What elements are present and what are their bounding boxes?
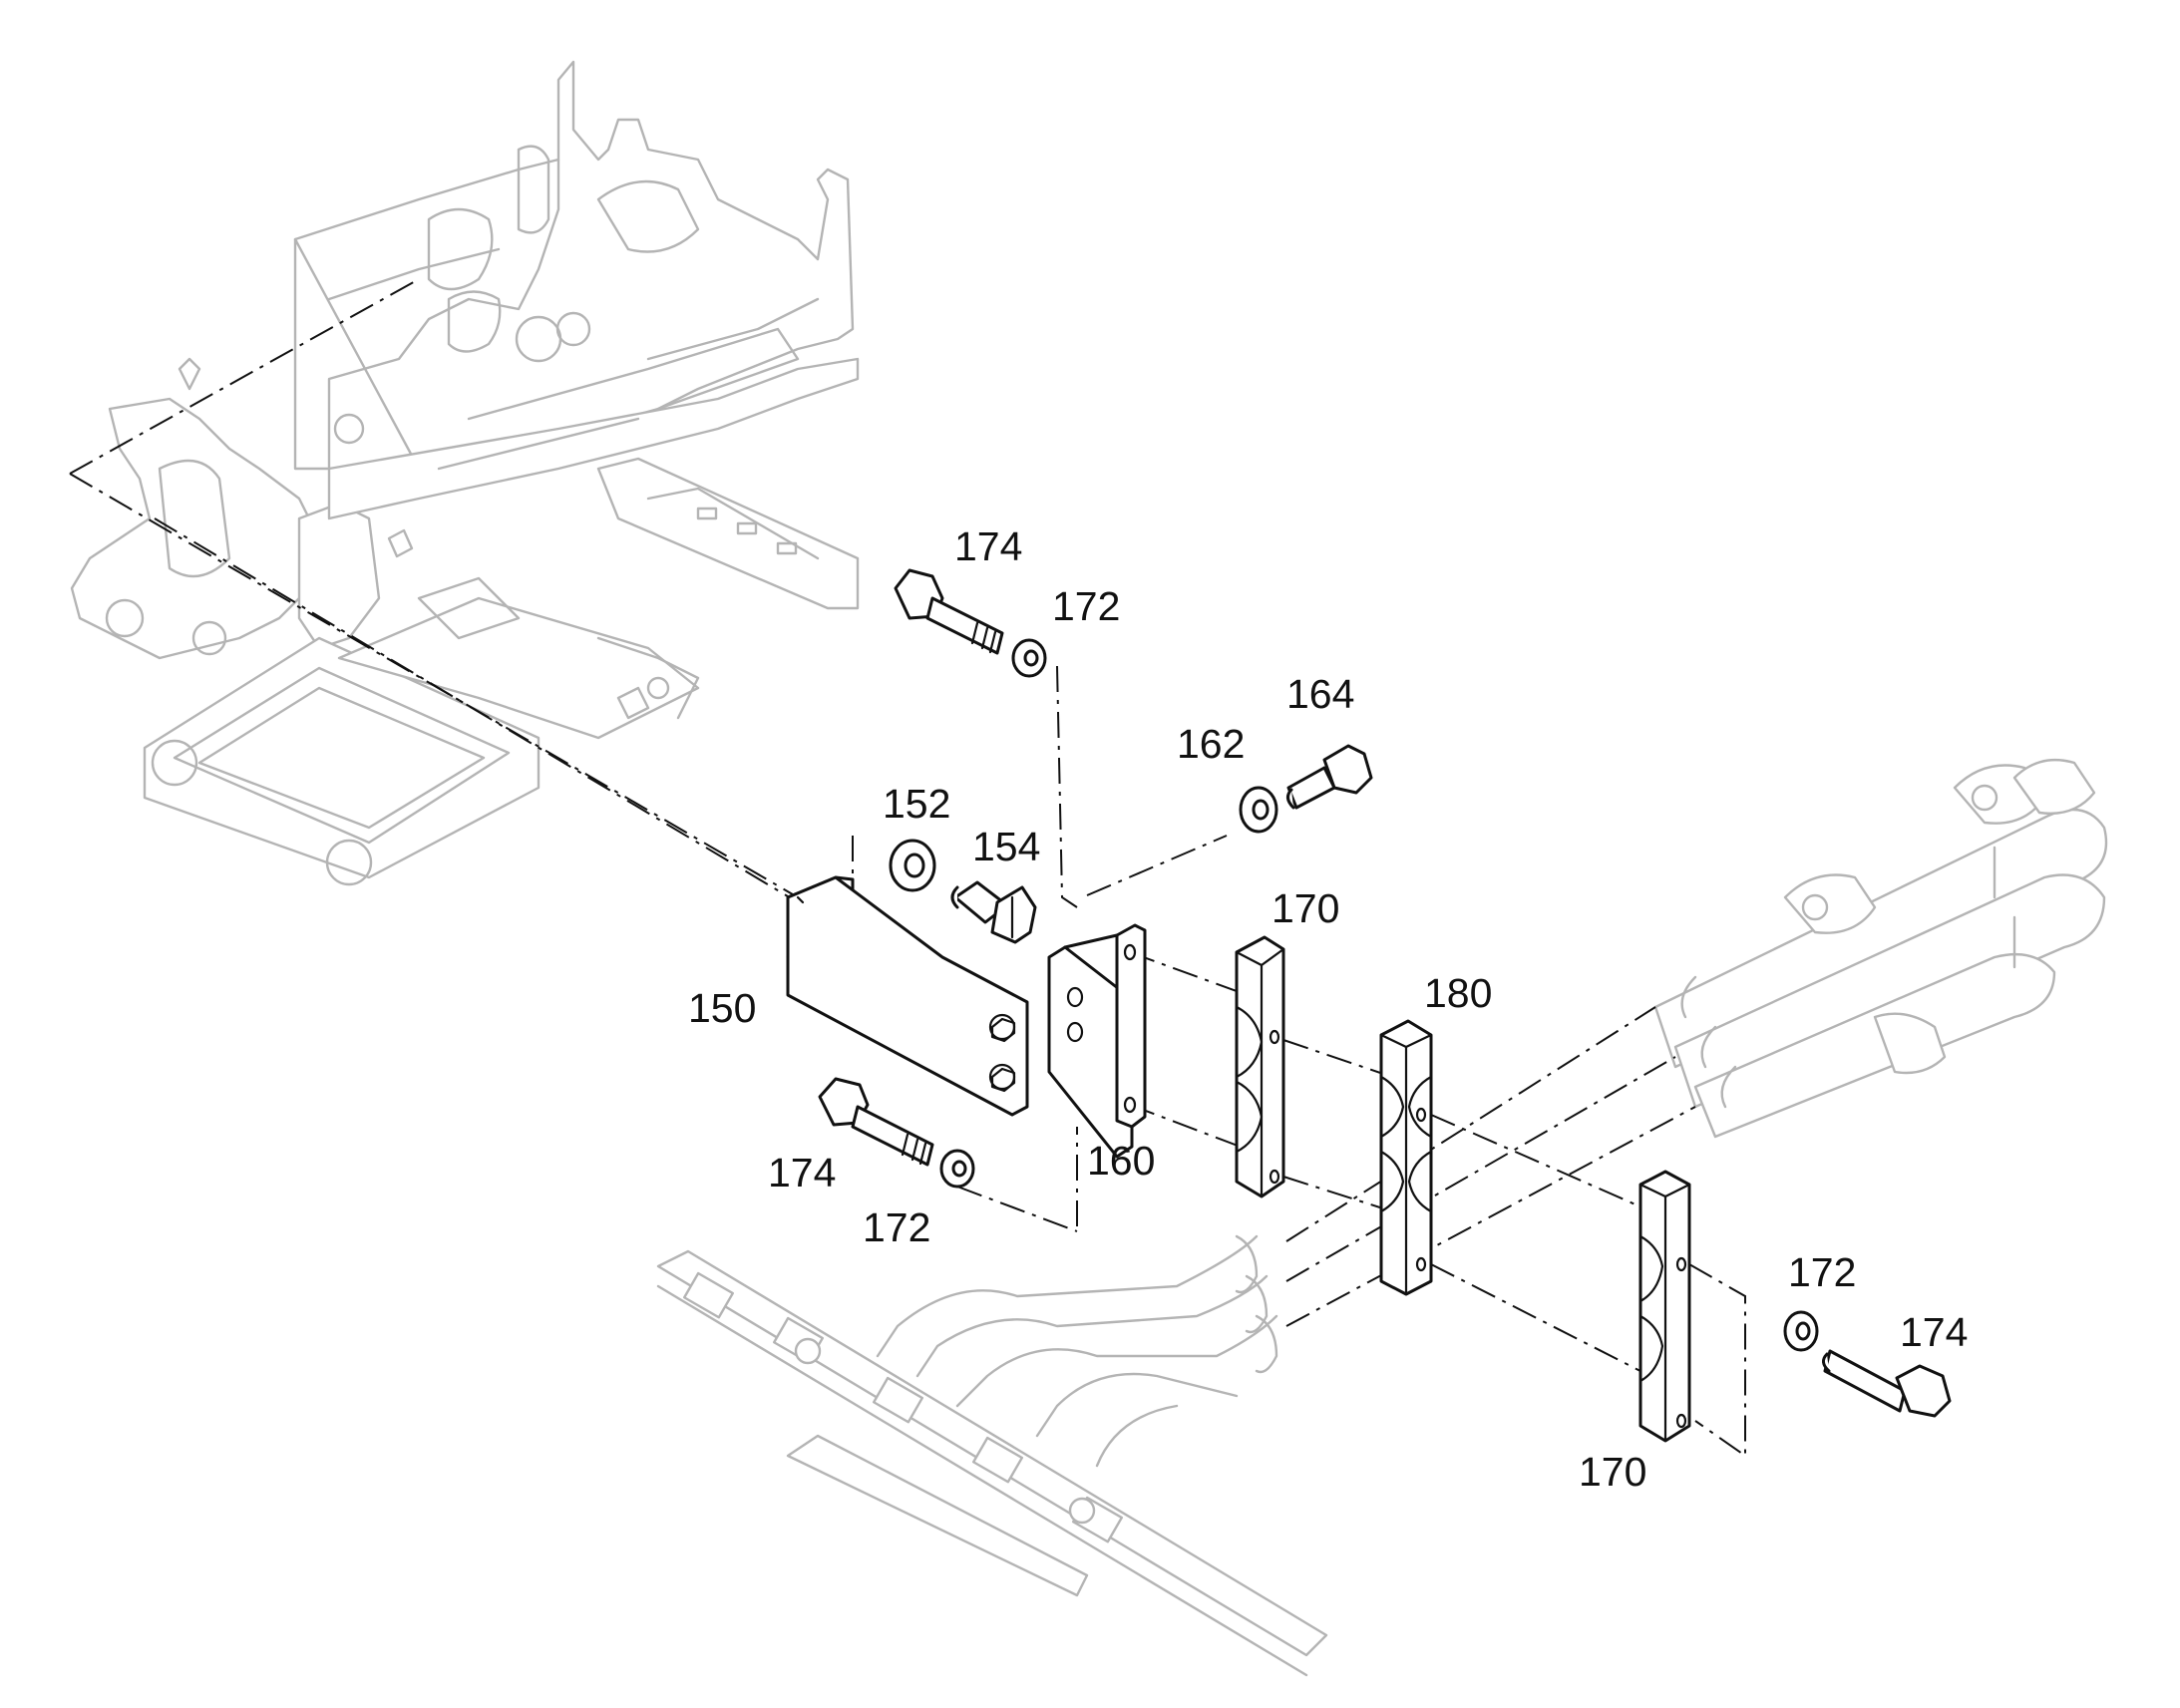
part-172-washer-right	[1783, 1310, 1819, 1352]
callout-174-top: 174	[954, 523, 1022, 569]
part-174-bolt-left	[818, 1077, 934, 1167]
ghost-machine-frame	[70, 60, 860, 886]
callout-172-top: 172	[1052, 583, 1120, 629]
part-154-bolt	[950, 880, 1037, 944]
part-180-clamp-middle	[1379, 1019, 1433, 1296]
callout-150: 150	[688, 985, 756, 1031]
callout-170-bottom: 170	[1579, 1449, 1646, 1495]
callout-154: 154	[972, 824, 1040, 869]
callout-162: 162	[1177, 721, 1245, 767]
part-172-washer-top	[1011, 638, 1047, 678]
callout-172-left: 172	[863, 1204, 930, 1250]
ghost-hose-bundle-upper	[1653, 759, 2108, 1139]
part-164-bolt	[1286, 744, 1373, 810]
part-172-washer-left	[939, 1149, 975, 1189]
callout-172-right: 172	[1788, 1249, 1856, 1295]
callout-160: 160	[1087, 1138, 1155, 1184]
part-174-bolt-right	[1822, 1349, 1952, 1418]
part-170-clamp-bottom	[1638, 1170, 1691, 1443]
part-160-bracket	[1047, 923, 1147, 1159]
callout-152: 152	[883, 781, 950, 827]
callout-170-top: 170	[1272, 885, 1339, 931]
part-150-plate	[786, 875, 1029, 1117]
part-152-washer	[889, 839, 936, 892]
callout-labels: 174 172 164 162 152 154 150 170 180 160 …	[688, 523, 1968, 1495]
part-162-washer	[1239, 786, 1278, 834]
callout-174-right: 174	[1900, 1309, 1968, 1355]
callout-164: 164	[1286, 671, 1354, 717]
callout-180: 180	[1424, 970, 1492, 1016]
ghost-hose-bundle-lower	[656, 1234, 1328, 1677]
callout-174-left: 174	[768, 1150, 836, 1196]
part-174-bolt-top	[894, 568, 1004, 655]
part-170-clamp-top	[1235, 935, 1285, 1198]
